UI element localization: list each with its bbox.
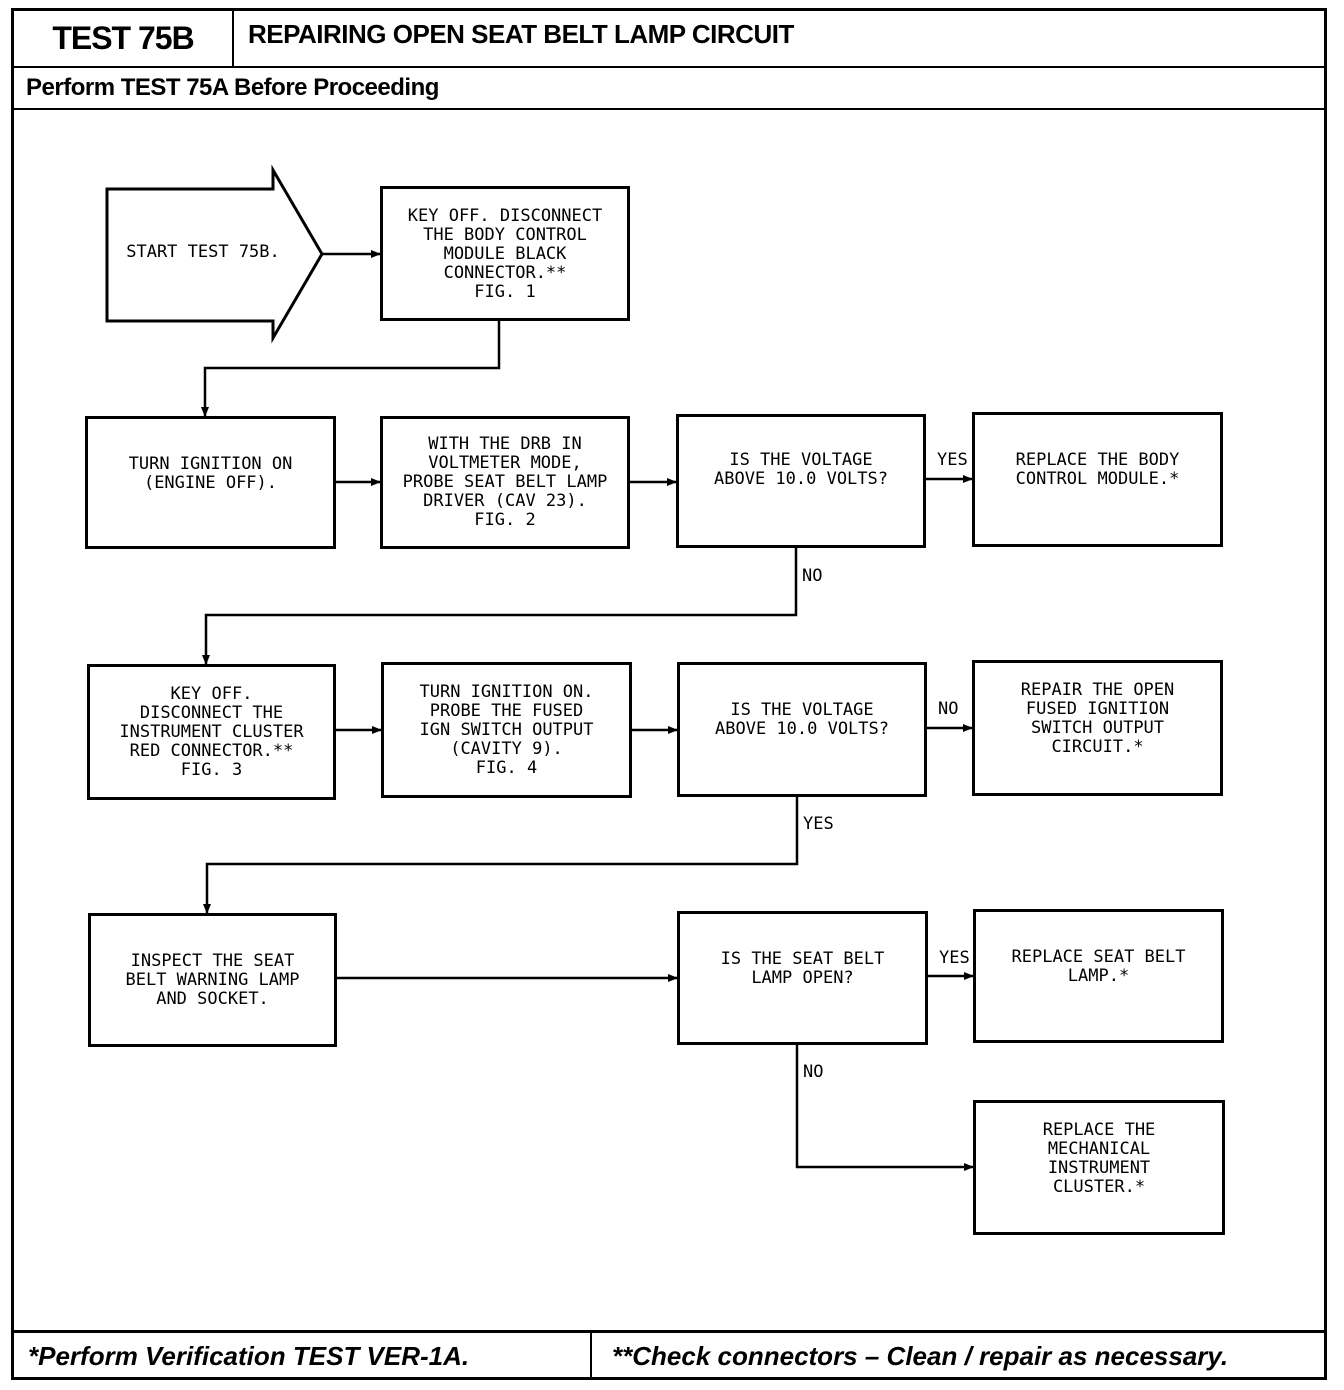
step6-box: INSPECT THE SEAT BELT WARNING LAMP AND S… — [88, 913, 337, 1047]
decision3-no-label: NO — [803, 1062, 824, 1082]
decision3-box: IS THE SEAT BELT LAMP OPEN? — [677, 911, 928, 1045]
connector-decision2-step6 — [203, 797, 799, 914]
decision2-box: IS THE VOLTAGE ABOVE 10.0 VOLTS? — [677, 662, 927, 797]
connector-decision3-result4 — [795, 1045, 974, 1171]
prerequisite-row: Perform TEST 75A Before Proceeding — [14, 68, 1324, 110]
result3-box: REPLACE SEAT BELT LAMP.* — [973, 909, 1224, 1043]
result4-box: REPLACE THE MECHANICAL INSTRUMENT CLUSTE… — [973, 1100, 1225, 1235]
decision1-no-label: NO — [802, 566, 823, 586]
footer-notes: *Perform Verification TEST VER-1A. **Che… — [14, 1330, 1324, 1380]
decision2-no-label: NO — [938, 699, 959, 719]
test-id: TEST 75B — [14, 11, 234, 66]
start-arrow-shape — [105, 164, 324, 344]
decision1-yes-label: YES — [937, 450, 968, 470]
step4-box: KEY OFF. DISCONNECT THE INSTRUMENT CLUST… — [87, 664, 336, 800]
test-title: REPAIRING OPEN SEAT BELT LAMP CIRCUIT — [248, 19, 794, 49]
start-label: START TEST 75B. — [126, 242, 280, 262]
step1-box: KEY OFF. DISCONNECT THE BODY CONTROL MOD… — [380, 186, 630, 321]
decision3-yes-label: YES — [939, 948, 970, 968]
connector-step1-step2 — [201, 321, 501, 417]
test-frame: TEST 75B REPAIRING OPEN SEAT BELT LAMP C… — [11, 8, 1327, 1380]
step2-box: TURN IGNITION ON (ENGINE OFF). — [85, 416, 336, 549]
decision1-box: IS THE VOLTAGE ABOVE 10.0 VOLTS? — [676, 414, 926, 548]
prerequisite-text: Perform TEST 75A Before Proceeding — [26, 74, 439, 101]
step3-box: WITH THE DRB IN VOLTMETER MODE, PROBE SE… — [380, 416, 630, 549]
result1-box: REPLACE THE BODY CONTROL MODULE.* — [972, 412, 1223, 547]
connector-decision1-step4 — [202, 548, 798, 665]
footnote-connectors: **Check connectors – Clean / repair as n… — [612, 1341, 1229, 1371]
decision2-yes-label: YES — [803, 814, 834, 834]
footnote-verification: *Perform Verification TEST VER-1A. — [14, 1333, 592, 1380]
header-row: TEST 75B REPAIRING OPEN SEAT BELT LAMP C… — [14, 11, 1324, 68]
step5-box: TURN IGNITION ON. PROBE THE FUSED IGN SW… — [381, 662, 632, 798]
result2-box: REPAIR THE OPEN FUSED IGNITION SWITCH OU… — [972, 660, 1223, 796]
